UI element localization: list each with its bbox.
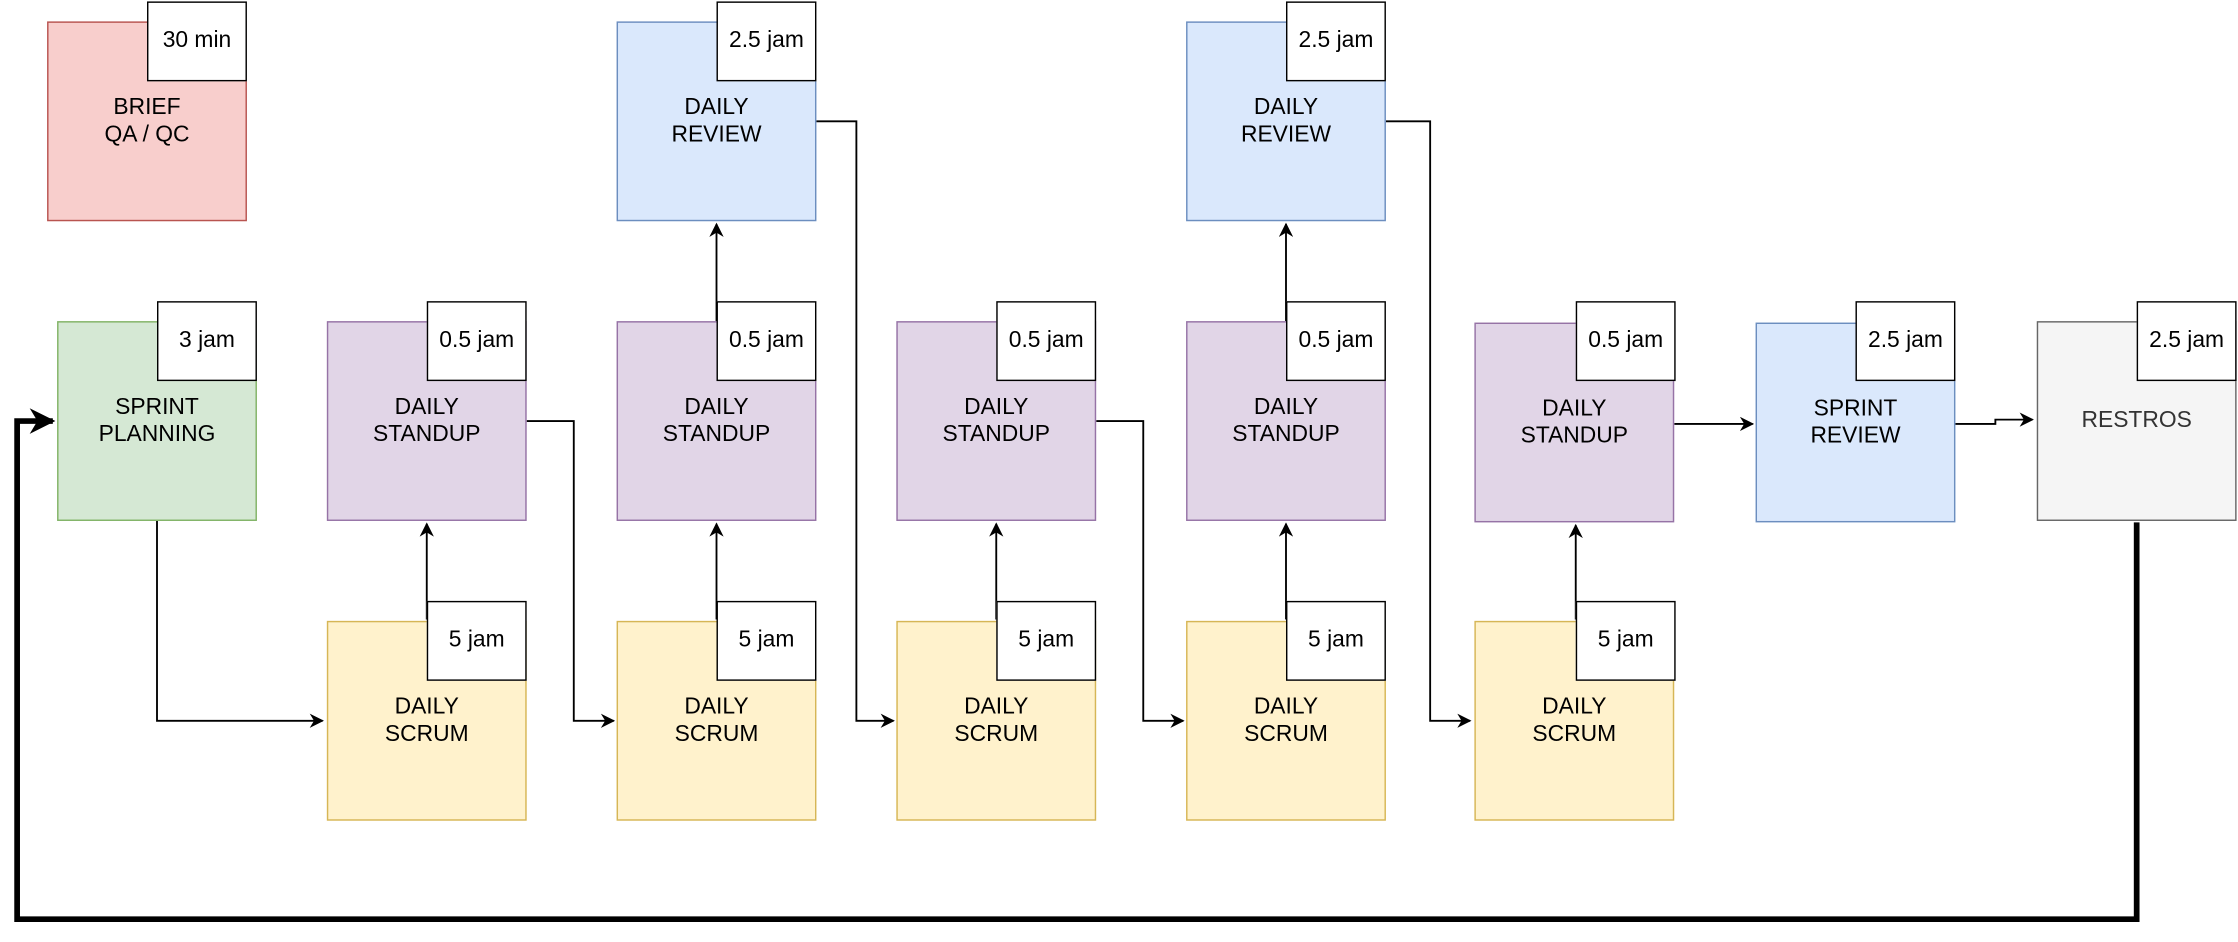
duration-badge: 0.5 jam	[1285, 301, 1386, 382]
node-label: DAILY SCRUM	[1532, 694, 1617, 747]
node-label: DAILY STANDUP	[1520, 396, 1629, 449]
edge-review-1-to-scrum-3	[816, 120, 895, 728]
daily-scrum-node[interactable]: DAILY SCRUM	[1186, 620, 1386, 821]
node-label: DAILY STANDUP	[373, 394, 481, 447]
duration-badge: 5 jam	[996, 600, 1097, 681]
node-label: DAILY SCRUM	[384, 694, 469, 747]
edge-sprint-review-to-restros	[1955, 412, 2034, 427]
edge-planning-to-scrum-1	[156, 520, 324, 728]
duration-badge: 2.5 jam	[2136, 301, 2237, 382]
edge-standup-1-to-scrum-2	[526, 420, 616, 728]
daily-standup-node[interactable]: DAILY STANDUP	[1474, 322, 1675, 523]
node-label: DAILY REVIEW	[671, 94, 762, 148]
duration-badge: 5 jam	[426, 600, 527, 681]
node-label: DAILY STANDUP	[942, 394, 1050, 447]
duration-badge: 0.5 jam	[996, 301, 1097, 382]
node-label: DAILY STANDUP	[662, 394, 771, 447]
duration-badge: 0.5 jam	[1575, 301, 1676, 382]
edge-standup-3-to-scrum-4	[1096, 420, 1185, 728]
edge-restros-loop-back-to-planning	[14, 408, 2140, 923]
node-label: DAILY REVIEW	[1240, 94, 1332, 148]
brief-qa-qc-node[interactable]: BRIEF QA / QC	[47, 21, 247, 222]
node-label: SPRINT REVIEW	[1810, 396, 1901, 449]
node-label: RESTROS	[2081, 408, 2192, 433]
daily-scrum-node[interactable]: DAILY SCRUM	[1474, 620, 1675, 821]
node-label: SPRINT PLANNING	[98, 394, 216, 447]
duration-badge: 5 jam	[1285, 600, 1386, 681]
duration-badge: 5 jam	[1575, 600, 1676, 681]
node-label: DAILY SCRUM	[954, 694, 1039, 747]
duration-badge: 2.5 jam	[716, 1, 817, 82]
node-label: DAILY SCRUM	[674, 694, 759, 747]
duration-badge: 3 jam	[157, 301, 257, 382]
duration-badge: 0.5 jam	[716, 301, 817, 382]
duration-badge: 5 jam	[716, 600, 817, 681]
duration-badge: 0.5 jam	[426, 301, 527, 382]
node-label: DAILY SCRUM	[1244, 694, 1328, 747]
node-label: BRIEF QA / QC	[104, 94, 190, 148]
duration-badge: 30 min	[147, 1, 247, 82]
duration-badge: 2.5 jam	[1855, 301, 1956, 382]
duration-badge: 2.5 jam	[1285, 1, 1386, 82]
node-label: DAILY STANDUP	[1232, 394, 1340, 447]
edge-review-2-to-scrum-5	[1385, 120, 1472, 728]
